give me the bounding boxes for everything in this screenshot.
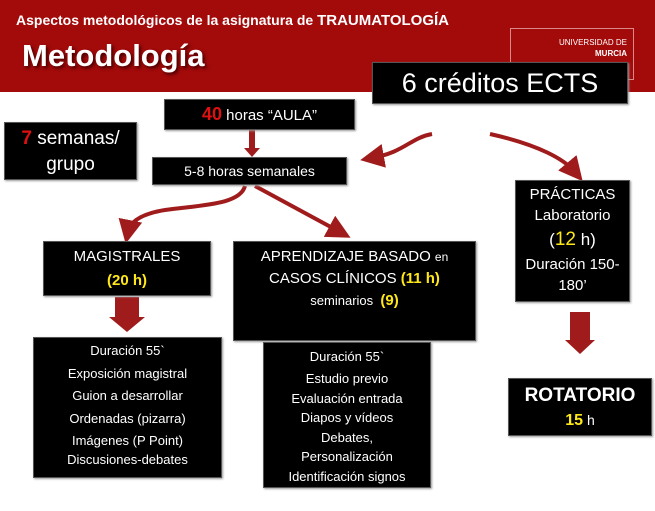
practicas-box: PRÁCTICAS Laboratorio (12 h) Duración 15… xyxy=(515,180,630,302)
aula-hours-box: 40 horas “AULA” xyxy=(164,99,355,130)
abp-details-box: Duración 55` Estudio previo Evaluación e… xyxy=(263,342,431,488)
block-arrow-practicas xyxy=(565,312,595,354)
arrow-aula-to-weekly xyxy=(244,130,260,157)
arrow-weekly-to-abp xyxy=(254,184,351,238)
weeks-box: 7 semanas/grupo xyxy=(4,122,137,180)
weekly-hours-box: 5-8 horas semanales xyxy=(152,157,347,185)
block-arrow-magistrales xyxy=(109,297,145,332)
slide-subtitle: Aspectos metodológicos de la asignatura … xyxy=(16,12,450,29)
arrow-weekly-to-magistrales xyxy=(118,185,247,244)
magistrales-box: MAGISTRALES (20 h) xyxy=(43,241,211,296)
slide-title: Metodología xyxy=(22,38,205,73)
header-band: Aspectos metodológicos de la asignatura … xyxy=(0,0,655,92)
rotatorio-box: ROTATORIO 15 h xyxy=(508,378,652,436)
ects-box: 6 créditos ECTS xyxy=(372,62,628,104)
magistrales-details-box: Duración 55` Exposición magistral Guion … xyxy=(33,337,222,478)
abp-box: APRENDIZAJE BASADO en CASOS CLÍNICOS (11… xyxy=(233,241,476,341)
arrow-ects-to-aula xyxy=(360,132,433,168)
arrow-ects-to-practicas xyxy=(489,132,583,182)
